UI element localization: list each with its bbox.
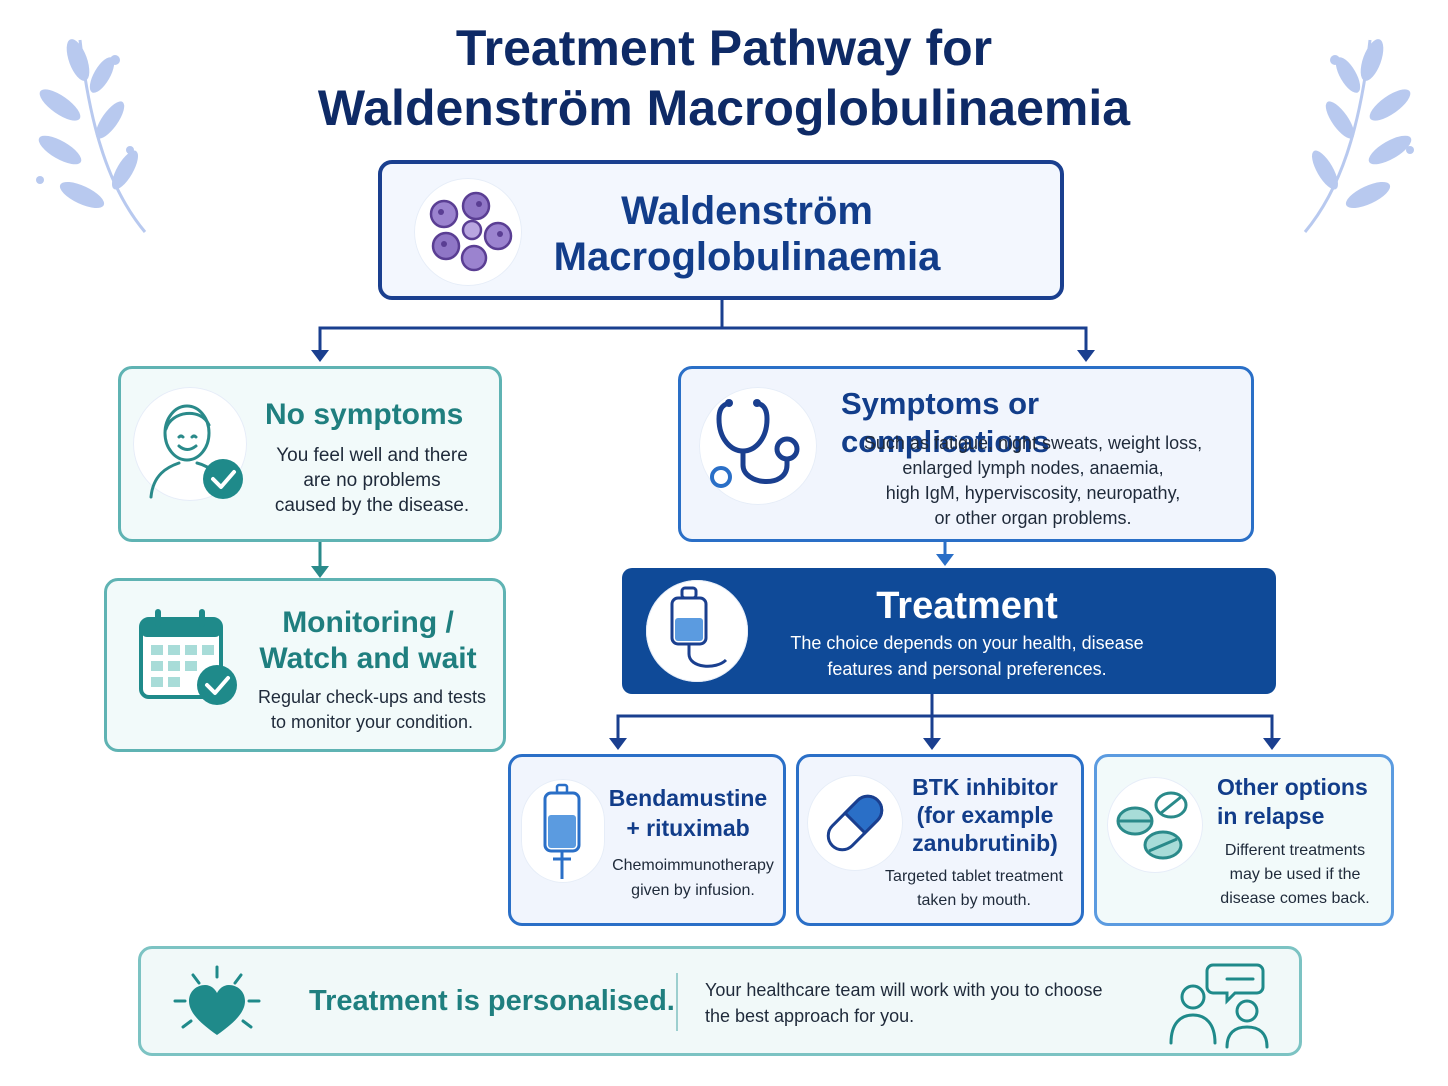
option-2-heading-line-3: zanubrutinib) [912,830,1058,856]
footer-box: Treatment is personalised. Your healthca… [138,946,1302,1056]
monitoring-text-line-1: Regular check-ups and tests [257,687,487,707]
main-box-title: Waldenström Macroglobulinaemia [532,188,962,280]
tablets-icon [1116,791,1188,860]
option-2-heading-line-2: (for example [916,802,1054,828]
footer-heading: Treatment is personalised. [309,985,675,1017]
monitoring-text: Regular check-ups and tests to monitor y… [247,685,497,735]
option-bendamustine-box: Bendamustine + rituximab Chemoimmunother… [508,754,786,926]
monitoring-heading-line-1: Monitoring / [282,606,454,639]
option-1-icon-circle [521,779,605,883]
no-symptoms-text-line-2: are no problems [303,470,441,491]
option-3-text-line-1: Different treatments [1224,842,1366,859]
title-line-2: Waldenström Macroglobulinaemia [317,80,1131,136]
option-2-icon-circle [807,775,903,871]
option-2-heading-line-1: BTK inhibitor [912,774,1058,800]
treatment-box: Treatment The choice depends on your hea… [622,568,1276,694]
treatment-heading: Treatment [876,585,1058,627]
monitoring-heading: Monitoring / Watch and wait [253,605,483,677]
option-2-text-line-2: taken by mouth. [917,892,1031,909]
stethoscope-icon [710,399,800,488]
symptoms-icon-circle [699,387,817,505]
option-1-heading: Bendamustine + rituximab [603,783,773,843]
treatment-text: The choice depends on your health, disea… [762,630,1172,682]
footer-text-line-2: the best approach for you. [705,1006,915,1026]
option-1-text: Chemoimmunotherapy given by infusion. [603,853,783,903]
footer-text: Your healthcare team will work with you … [705,977,1145,1029]
monitoring-box: Monitoring / Watch and wait Regular chec… [104,578,506,752]
symptoms-heading: Symptoms or complications [841,386,1050,459]
calendar-check-icon [139,609,237,705]
iv-bag-icon [670,586,728,668]
option-1-text-line-1: Chemoimmunotherapy [612,857,774,874]
main-box-title-line-1: Waldenström [621,189,873,233]
option-3-heading-line-2: in relapse [1217,803,1325,829]
leaf-branch-left-icon [36,39,147,233]
option-btk-box: BTK inhibitor (for example zanubrutinib)… [796,754,1084,926]
footer-divider [676,973,678,1031]
option-2-text: Targeted tablet treatment taken by mouth… [873,865,1075,913]
treatment-text-line-2: features and personal preferences. [827,659,1107,679]
monitoring-text-line-2: to monitor your condition. [270,712,474,732]
option-3-text-line-3: disease comes back. [1220,890,1370,907]
symptoms-text-line-4: or other organ problems. [934,508,1132,528]
monitoring-heading-line-2: Watch and wait [259,642,477,675]
option-2-text-line-1: Targeted tablet treatment [885,868,1063,885]
treatment-icon-circle [646,580,748,682]
option-3-icon-circle [1107,777,1203,873]
title-line-1: Treatment Pathway for [455,20,993,76]
symptoms-text-line-3: high IgM, hyperviscosity, neuropathy, [885,483,1181,503]
no-symptoms-icon-circle [133,387,247,501]
no-symptoms-text-line-3: caused by the disease. [274,495,470,516]
symptoms-text: Such as fatigue, night sweats, weight lo… [823,431,1243,531]
iv-bag-icon [543,783,581,879]
no-symptoms-heading: No symptoms [265,398,464,431]
no-symptoms-text: You feel well and there are no problems … [257,443,487,518]
option-1-heading-line-2: + rituximab [626,815,750,841]
option-relapse-box: Other options in relapse Different treat… [1094,754,1394,926]
option-2-heading: BTK inhibitor (for example zanubrutinib) [899,773,1071,857]
symptoms-box: Symptoms or complications Such as fatigu… [678,366,1254,542]
footer-text-line-1: Your healthcare team will work with you … [705,980,1103,1000]
symptoms-text-line-2: enlarged lymph nodes, anaemia, [902,458,1164,478]
option-3-text: Different treatments may be used if the … [1207,839,1383,911]
page-title: Treatment Pathway for Waldenström Macrog… [0,18,1448,138]
treatment-text-line-1: The choice depends on your health, disea… [790,633,1144,653]
capsule-icon [826,794,884,852]
main-box-title-line-2: Macroglobulinaemia [553,235,941,279]
option-3-heading: Other options in relapse [1217,773,1387,831]
smiling-person-check-icon [149,404,243,499]
main-condition-box: Waldenström Macroglobulinaemia [378,160,1064,300]
cells-icon [429,191,513,272]
main-icon-circle [414,178,522,286]
option-3-text-line-2: may be used if the [1229,866,1361,883]
no-symptoms-text-line-1: You feel well and there [276,445,468,466]
people-chat-icon [1169,963,1269,1049]
option-1-text-line-2: given by infusion. [631,882,755,899]
heart-icon [173,965,261,1035]
option-1-heading-line-1: Bendamustine [608,785,768,811]
leaf-branch-right-icon [1303,39,1414,233]
symptoms-text-line-1: Such as fatigue, night sweats, weight lo… [863,433,1203,453]
no-symptoms-box: No symptoms You feel well and there are … [118,366,502,542]
option-3-heading-line-1: Other options [1217,774,1368,800]
